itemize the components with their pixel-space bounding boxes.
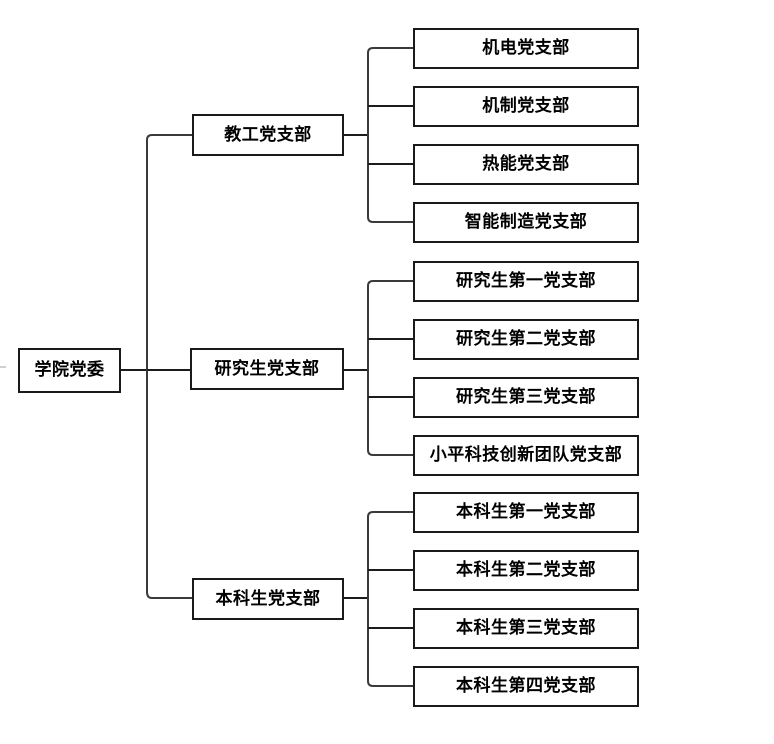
node-leaf-undergraduate-first[interactable]: 本科生第一党支部 xyxy=(413,492,639,533)
node-leaf-xiaoping-innovation-team[interactable]: 小平科技创新团队党支部 xyxy=(413,435,639,476)
connector-graduate-spine xyxy=(367,280,413,456)
node-leaf-jizhi[interactable]: 机制党支部 xyxy=(413,86,639,127)
node-leaf-reneng[interactable]: 热能党支部 xyxy=(413,144,639,185)
connector-trunk xyxy=(146,134,192,599)
node-root-college-party-committee[interactable]: 学院党委 xyxy=(18,348,121,393)
node-branch-faculty[interactable]: 教工党支部 xyxy=(192,114,344,156)
node-leaf-graduate-second[interactable]: 研究生第二党支部 xyxy=(413,319,639,360)
node-leaf-jidian[interactable]: 机电党支部 xyxy=(413,28,639,69)
left-edge-artifact xyxy=(0,366,6,368)
node-leaf-undergraduate-second[interactable]: 本科生第二党支部 xyxy=(413,550,639,591)
node-branch-undergraduate[interactable]: 本科生党支部 xyxy=(192,578,344,620)
node-branch-graduate[interactable]: 研究生党支部 xyxy=(190,348,344,390)
node-leaf-zhineng-zhizao[interactable]: 智能制造党支部 xyxy=(413,202,639,243)
node-leaf-graduate-third[interactable]: 研究生第三党支部 xyxy=(413,377,639,418)
node-leaf-undergraduate-fourth[interactable]: 本科生第四党支部 xyxy=(413,666,639,707)
node-leaf-undergraduate-third[interactable]: 本科生第三党支部 xyxy=(413,608,639,649)
connector-undergraduate-spine xyxy=(367,511,413,687)
node-leaf-graduate-first[interactable]: 研究生第一党支部 xyxy=(413,261,639,302)
connector-faculty-spine xyxy=(367,47,413,223)
